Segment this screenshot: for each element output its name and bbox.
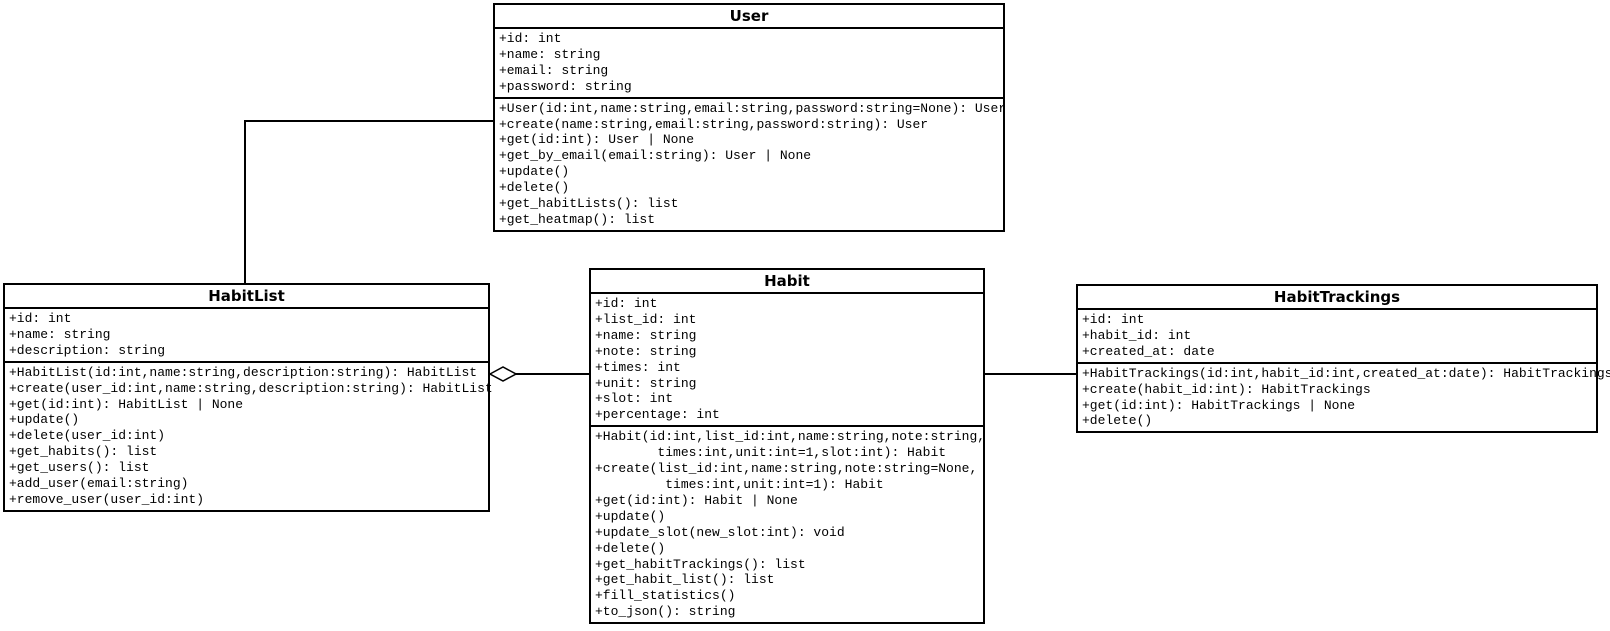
method: +get(id:int): Habit | None [595,492,798,508]
class-box-user: User +id: int +name: string +email: stri… [493,3,1007,232]
habittrackings-attributes-section: +id: int +habit_id: int +created_at: dat… [1078,310,1596,362]
user-attributes-section: +id: int +name: string +email: string +p… [495,29,1003,97]
attribute: +slot: int [595,391,674,407]
attribute: +created_at: date [1082,343,1215,359]
connector-user-habitlist-vertical [244,120,246,283]
method: +get_users(): list [9,460,150,476]
attribute: +id: int [9,311,72,326]
attribute: +id: int [595,296,658,311]
attribute: +name: string [9,326,111,342]
method: +Habit(id:int,list_id:int,name:string,no… [595,429,986,445]
attribute: +password: string [499,78,632,94]
method: +update_slot(new_slot:int): void [595,524,845,540]
attribute: +description: string [9,342,166,358]
method: +get(id:int): User | None [499,132,695,148]
method: +get_by_email(email:string): User | None [499,148,812,164]
attribute: +percentage: int [595,407,720,423]
method: +delete(user_id:int) [9,428,166,444]
habitlist-attributes-section: +id: int +name: string +description: str… [5,309,488,361]
class-title-habitlist: HabitList [5,285,488,309]
method: +remove_user(user_id:int) [9,491,205,507]
method: +create(list_id:int,name:string,note:str… [595,461,978,477]
method: +create(name:string,email:string,passwor… [499,116,929,132]
class-box-habit: Habit +id: int +list_id: int +name: stri… [589,268,986,625]
attribute: +list_id: int [595,311,697,327]
method: +get(id:int): HabitTrackings | None [1082,397,1356,413]
method: +User(id:int,name:string,email:string,pa… [499,100,1007,116]
attribute: +name: string [595,327,697,343]
method: +HabitList(id:int,name:string,descriptio… [9,364,478,380]
method: +get_habitTrackings(): list [595,556,806,572]
attribute: +habit_id: int [1082,327,1192,343]
method: +create(user_id:int,name:string,descript… [9,380,493,396]
method: +add_user(email:string) [9,476,189,492]
attribute: +unit: string [595,375,697,391]
method: +update() [9,412,80,428]
class-box-habittrackings: HabitTrackings +id: int +habit_id: int +… [1076,284,1610,434]
attribute: +id: int [499,31,562,46]
user-methods-section: +User(id:int,name:string,email:string,pa… [495,96,1007,230]
method: +to_json(): string [595,604,736,620]
class-box-habitlist: HabitList +id: int +name: string +descri… [3,283,493,512]
method: +get_heatmap(): list [499,211,656,227]
class-title-user: User [495,5,1003,29]
method: times:int,unit:int=1): Habit [595,476,884,492]
method: times:int,unit:int=1,slot:int): Habit [595,445,947,461]
habittrackings-methods-section: +HabitTrackings(id:int,habit_id:int,crea… [1078,361,1610,432]
method: +get_habitLists(): list [499,196,679,212]
connector-habit-habittrackings [985,373,1076,375]
attribute: +id: int [1082,312,1145,327]
attribute: +name: string [499,46,601,62]
method: +delete() [595,540,666,556]
habit-methods-section: +Habit(id:int,list_id:int,name:string,no… [591,425,986,622]
attribute: +email: string [499,62,609,78]
connector-user-habitlist-horizontal [245,120,493,122]
method: +update() [499,164,570,180]
method: +update() [595,508,666,524]
method: +fill_statistics() [595,588,736,604]
method: +create(habit_id:int): HabitTrackings [1082,381,1371,397]
method: +delete() [1082,413,1153,429]
connector-habitlist-habit [489,373,589,375]
method: +get(id:int): HabitList | None [9,396,244,412]
attribute: +note: string [595,343,697,359]
habit-attributes-section: +id: int +list_id: int +name: string +no… [591,294,983,425]
method: +delete() [499,180,570,196]
method: +get_habit_list(): list [595,572,775,588]
method: +get_habits(): list [9,444,158,460]
class-title-habittrackings: HabitTrackings [1078,286,1596,310]
aggregation-diamond-icon [488,366,518,382]
habitlist-methods-section: +HabitList(id:int,name:string,descriptio… [5,360,493,510]
method: +HabitTrackings(id:int,habit_id:int,crea… [1082,365,1610,381]
class-title-habit: Habit [591,270,983,294]
attribute: +times: int [595,359,681,375]
